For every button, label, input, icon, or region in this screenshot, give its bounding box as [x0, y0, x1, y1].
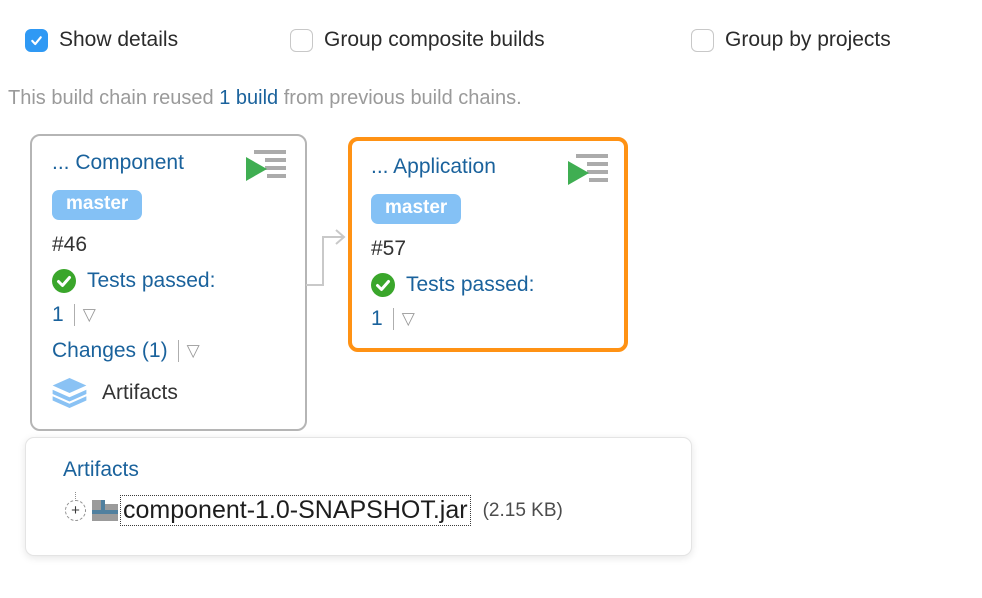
build-card-application-selected: ... Application master #57 Tests passed:…: [348, 137, 628, 352]
reuse-notice-suffix: from previous build chains.: [278, 87, 522, 109]
branch-badge: master: [371, 194, 462, 224]
build-number: #57: [371, 237, 407, 260]
separator: [177, 340, 179, 362]
reuse-notice-prefix: This build chain reused: [8, 87, 220, 109]
tests-dropdown-icon[interactable]: ▽: [401, 308, 415, 329]
tests-dropdown-icon[interactable]: ▽: [82, 304, 96, 325]
changes-dropdown-icon[interactable]: ▽: [186, 340, 200, 361]
show-details-checkbox[interactable]: [25, 28, 48, 52]
separator: [392, 308, 394, 330]
expand-icon[interactable]: +: [65, 492, 86, 521]
build-title-link[interactable]: ... Component: [52, 151, 184, 174]
archive-file-icon: [92, 499, 118, 521]
card-artifacts-toggle[interactable]: Artifacts: [52, 378, 286, 408]
artifact-file-row: + component-1.0-SNAPSHOT.jar (2.15 KB): [65, 492, 691, 526]
tests-count-link[interactable]: 1: [52, 303, 64, 326]
show-details-label[interactable]: Show details: [59, 28, 179, 51]
dependency-arrow: [306, 229, 346, 286]
card-artifacts-label[interactable]: Artifacts: [102, 381, 178, 404]
group-composite-control[interactable]: Group composite builds: [290, 28, 545, 52]
run-build-icon[interactable]: [568, 154, 608, 185]
group-composite-label[interactable]: Group composite builds: [324, 28, 545, 51]
artifacts-panel: Artifacts + component-1.0-SNAPSHOT.jar (…: [25, 437, 692, 556]
artifact-file-size: (2.15 KB): [482, 499, 563, 521]
group-projects-control[interactable]: Group by projects: [691, 28, 891, 52]
reuse-notice: This build chain reused 1 build from pre…: [8, 87, 522, 110]
layers-icon: [52, 378, 87, 408]
checkmark-icon: [31, 35, 42, 45]
tests-passed-link[interactable]: Tests passed:: [406, 273, 535, 296]
tests-count-link[interactable]: 1: [371, 307, 383, 330]
artifacts-panel-title[interactable]: Artifacts: [63, 458, 139, 481]
reused-build-link[interactable]: 1 build: [219, 87, 279, 109]
changes-link[interactable]: Changes (1): [52, 339, 168, 362]
show-details-control[interactable]: Show details: [25, 28, 178, 52]
success-icon: [371, 273, 395, 297]
branch-badge: master: [52, 190, 143, 220]
build-title-link[interactable]: ... Application: [371, 155, 496, 178]
separator: [73, 304, 75, 326]
build-number: #46: [52, 233, 88, 256]
tests-passed-link[interactable]: Tests passed:: [87, 269, 216, 292]
group-projects-label[interactable]: Group by projects: [725, 28, 891, 51]
artifact-file-link[interactable]: component-1.0-SNAPSHOT.jar: [120, 495, 471, 526]
group-composite-checkbox[interactable]: [290, 28, 313, 52]
build-card-component: ... Component master #46 Tests passed: 1…: [30, 134, 307, 431]
group-projects-checkbox[interactable]: [691, 28, 714, 52]
run-build-icon[interactable]: [246, 150, 286, 181]
success-icon: [52, 269, 76, 293]
